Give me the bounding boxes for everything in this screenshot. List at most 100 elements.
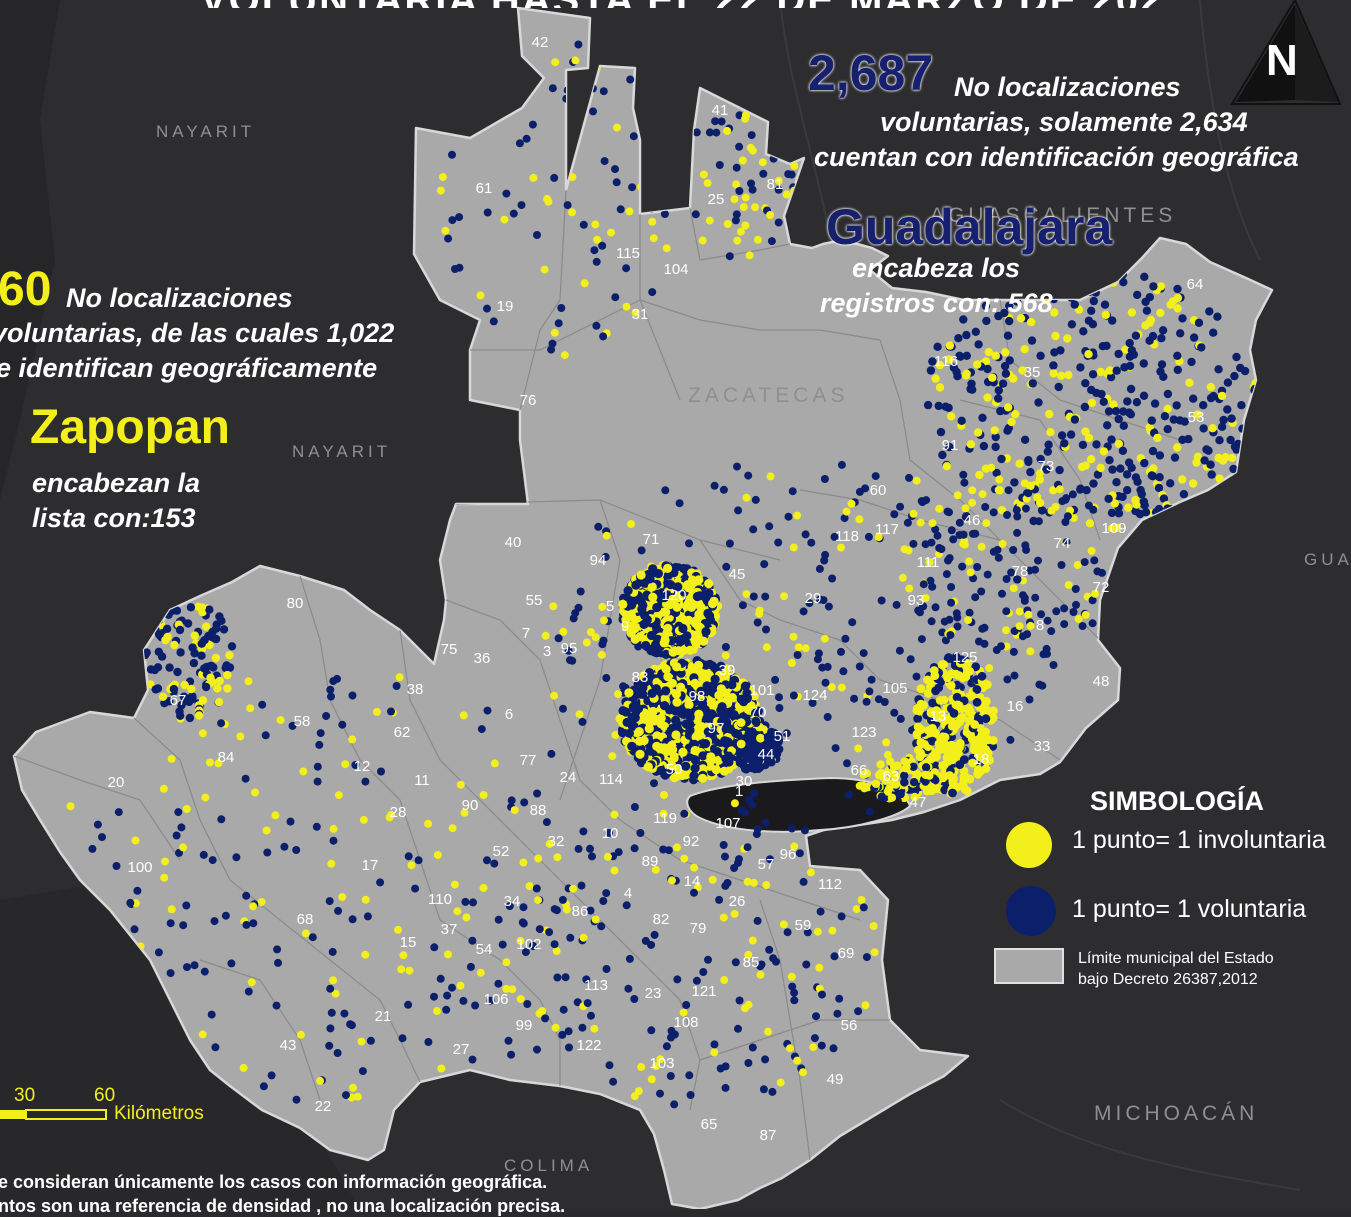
involuntaria-dot	[964, 616, 973, 625]
municipality-label: 59	[795, 917, 812, 934]
voluntaria-dot	[112, 862, 121, 870]
municipality-label: 101	[749, 682, 774, 699]
involuntaria-dot	[316, 1076, 325, 1085]
voluntaria-dot	[895, 646, 904, 655]
voluntaria-dot	[328, 947, 337, 956]
voluntaria-dot	[661, 486, 670, 495]
voluntaria-dot	[263, 848, 272, 857]
involuntaria-dot	[966, 568, 975, 577]
involuntaria-dot	[662, 244, 671, 253]
voluntaria-dot	[962, 512, 971, 520]
involuntaria-dot	[723, 220, 732, 228]
voluntaria-dot	[602, 889, 611, 898]
voluntaria-dot	[983, 364, 992, 374]
involuntaria-dot	[1086, 455, 1096, 464]
involuntaria-dot	[1045, 409, 1054, 419]
voluntaria-dot	[1209, 328, 1218, 337]
involuntaria-dot	[858, 781, 868, 790]
voluntaria-dot	[611, 293, 620, 302]
municipality-label: 105	[882, 680, 907, 697]
voluntaria-dot	[1036, 454, 1045, 464]
involuntaria-dot	[1192, 458, 1201, 467]
involuntaria-dot	[1011, 410, 1020, 419]
involuntaria-dot	[975, 470, 984, 480]
voluntaria-dot	[200, 636, 209, 645]
involuntaria-dot	[1026, 317, 1036, 327]
involuntaria-dot	[691, 639, 701, 649]
municipality-label: 21	[375, 1008, 392, 1025]
involuntaria-dot	[167, 754, 176, 763]
involuntaria-dot	[690, 678, 700, 689]
voluntaria-dot	[751, 495, 760, 504]
voluntaria-dot	[1062, 538, 1071, 547]
municipality-label: 85	[743, 954, 760, 971]
voluntaria-dot	[554, 319, 563, 328]
involuntaria-dot	[1009, 374, 1018, 383]
municipality-label: 3	[543, 643, 551, 660]
involuntaria-dot	[624, 688, 634, 698]
voluntaria-dot	[850, 694, 859, 703]
involuntaria-dot	[436, 186, 445, 195]
voluntaria-dot	[1013, 528, 1022, 537]
voluntaria-dot	[286, 817, 295, 826]
footnote-line-2: ntos son una referencia de densidad , no…	[0, 1196, 566, 1216]
involuntaria-dot	[476, 291, 485, 300]
involuntaria-dot	[912, 476, 921, 485]
voluntaria-dot	[874, 695, 883, 704]
voluntaria-dot	[1028, 379, 1038, 388]
voluntaria-dot	[559, 1005, 568, 1014]
voluntaria-dot	[600, 157, 609, 166]
voluntaria-dot	[946, 631, 955, 639]
involuntaria-dot	[741, 193, 750, 202]
voluntaria-dot	[404, 1000, 413, 1009]
voluntaria-dot	[744, 471, 753, 480]
voluntaria-dot	[594, 522, 603, 531]
voluntaria-dot	[471, 1001, 480, 1010]
municipality-label: 58	[294, 713, 311, 730]
municipality-label: 26	[729, 893, 746, 910]
involuntaria-dot	[721, 651, 730, 660]
involuntaria-dot	[334, 791, 343, 800]
involuntaria-dot	[813, 927, 822, 936]
voluntaria-dot	[329, 677, 338, 686]
voluntaria-dot	[177, 823, 186, 832]
involuntaria-dot	[786, 1044, 794, 1053]
voluntaria-dot	[945, 508, 953, 517]
voluntaria-dot	[599, 332, 608, 341]
voluntaria-dot	[752, 830, 761, 839]
voluntaria-dot	[977, 587, 986, 596]
voluntaria-dot	[619, 682, 628, 691]
voluntaria-dot	[753, 618, 762, 627]
municipality-label: 35	[1024, 364, 1041, 381]
voluntaria-dot	[719, 841, 728, 849]
lago-chapala	[686, 776, 912, 833]
involuntaria-dot	[935, 504, 944, 513]
voluntaria-dot	[1088, 596, 1097, 605]
voluntaria-dot	[1199, 424, 1208, 433]
voluntaria-dot	[793, 651, 802, 659]
involuntaria-dot	[559, 627, 568, 636]
involuntaria-dot	[947, 721, 957, 731]
voluntaria-dot	[1147, 416, 1157, 425]
municipality-label: 124	[802, 687, 827, 704]
involuntaria-dot	[586, 628, 595, 637]
municipality-label: 104	[663, 261, 688, 278]
map-title: VOLUNTARIA HASTA EL 22 DE MARZO DE 2022	[200, 0, 1160, 8]
voluntaria-dot	[671, 706, 681, 716]
voluntaria-dot	[582, 975, 591, 984]
voluntaria-dot	[629, 132, 638, 141]
voluntaria-dot	[994, 553, 1003, 562]
voluntaria-dot	[805, 599, 814, 608]
voluntaria-dot	[550, 940, 559, 949]
involuntaria-dot	[935, 696, 945, 705]
legend-limite-line-1: Límite municipal del Estado	[1078, 950, 1274, 967]
voluntaria-dot	[631, 580, 641, 590]
right-total-number: 2,687	[808, 45, 934, 101]
involuntaria-dot	[741, 111, 750, 120]
voluntaria-dot	[348, 915, 357, 924]
involuntaria-dot	[902, 762, 911, 771]
municipality-label: 13	[930, 708, 947, 725]
voluntaria-dot	[666, 1072, 675, 1080]
voluntaria-dot	[1226, 435, 1235, 445]
involuntaria-dot	[994, 486, 1003, 494]
